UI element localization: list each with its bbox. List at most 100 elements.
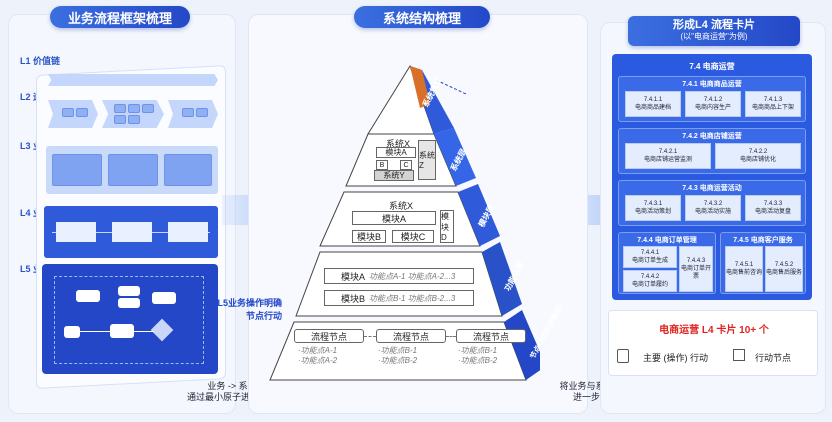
node-points-1: ·功能点A-1 ·功能点A-2: [298, 346, 337, 366]
row-a: 模块A 功能点A-1 功能点A-2...3: [324, 268, 474, 284]
pyramid-side-2: [434, 128, 476, 186]
card-7411: 7.4.1.1 电商商品建档: [625, 91, 681, 117]
left-caption-line2: 通过最小原子进行映射: [186, 392, 277, 402]
pyramid-dash: [435, 79, 467, 95]
card-7433: 7.4.3.3 电商活动复盘: [745, 195, 801, 221]
node-action-icon: [733, 349, 745, 361]
node-point: ·功能点A-2: [298, 356, 338, 365]
node-point: ·功能点B-2: [378, 356, 418, 365]
top-b: B: [376, 160, 388, 170]
mid-module-d: 模块D: [440, 210, 454, 243]
chevron-shape: [160, 74, 194, 86]
row-b-label: 模块B: [341, 293, 366, 304]
l5-node: [64, 326, 80, 338]
mid-system-x: 系统X: [388, 201, 413, 211]
card-name: 电商订单生成: [631, 258, 668, 264]
l5-operation-box: [42, 264, 218, 374]
group-title: 7.4.5 电商客户服务: [733, 237, 793, 244]
l4-block: [56, 222, 96, 242]
flow-connector: [446, 336, 456, 337]
pyramid-side-4: [482, 242, 522, 316]
legend-node-text: 行动节点: [755, 353, 792, 363]
l2-block: [114, 104, 126, 113]
l2-block: [114, 115, 126, 124]
l2-chevron-row: [48, 96, 218, 136]
right-title-pill: 形成L4 流程卡片 (以"电商运营"为例): [628, 16, 800, 46]
l3-activity-row: [46, 146, 218, 194]
mid-module-b: 模块B: [352, 230, 386, 243]
middle-caption: 将业务与系统的脉络 进一步显性化: [540, 381, 660, 403]
card-code: 7.4.4.2: [640, 274, 660, 280]
top-system-y: 系统Y: [374, 170, 414, 181]
node-points-2: ·功能点B-1 ·功能点B-2: [378, 346, 417, 366]
card-name: 电商订单履约: [631, 282, 668, 288]
flow-node-1: 流程节点: [294, 329, 364, 343]
left-caption: 业务 -> 系统 通过最小原子进行映射: [172, 381, 292, 403]
middle-title: 系统结构梳理: [354, 6, 490, 28]
card-7442: 7.4.4.2 电商订单履约: [623, 270, 677, 292]
left-caption-line1: 业务 -> 系统: [207, 381, 257, 391]
flow-connector: [364, 336, 376, 337]
l2-block: [182, 108, 194, 117]
group-title: 7.4.4 电商订单管理: [637, 237, 697, 244]
left-title: 业务流程框架梳理: [50, 6, 190, 28]
card-code: 7.4.1.1: [643, 97, 663, 103]
card-code: 7.4.3.2: [703, 201, 723, 207]
top-system-z: 系统Z: [418, 140, 436, 180]
mid-module-c: 模块C: [392, 230, 434, 243]
card-name: 电商活动实施: [694, 209, 731, 215]
pyramid-side-5: [504, 310, 540, 380]
l2-block: [196, 108, 208, 117]
l5-label: L5业务操作明确 节点行动: [212, 297, 282, 323]
level-l1: L1 价值链: [20, 56, 61, 66]
group-title: 7.4.1 电商商品运营: [682, 81, 742, 88]
card-name: 电商售前咨询: [726, 270, 763, 276]
chevron-shape: [104, 74, 138, 86]
card-name: 电商店铺运营监测: [643, 157, 692, 163]
card-7432: 7.4.3.2 电商活动实施: [685, 195, 741, 221]
row-b-points: 功能点B-1 功能点B-2...3: [369, 293, 456, 303]
l5-node: [118, 298, 140, 308]
card-board: 7.4 电商运营 7.4.1 电商商品运营 7.4.1.1 电商商品建档 7.4.…: [612, 54, 812, 300]
node-points-3: ·功能点B-1 ·功能点B-2: [458, 346, 497, 366]
card-name: 电商商品上下架: [751, 105, 794, 111]
group-title: 7.4.2 电商店铺运营: [682, 133, 742, 140]
card-code: 7.4.5.2: [774, 262, 794, 268]
flow-node-2: 流程节点: [376, 329, 446, 343]
l5-node: [76, 290, 100, 302]
card-name: 电商商品建档: [634, 105, 671, 111]
top-c: C: [400, 160, 412, 170]
card-name: 电商订单开票: [680, 266, 711, 280]
right-subtitle: (以"电商运营"为例): [680, 32, 748, 41]
card-code: 7.4.3.3: [763, 201, 783, 207]
middle-caption-line1: 将业务与系统的脉络: [540, 381, 660, 392]
l5-label-line2: 节点行动: [245, 311, 282, 321]
row-b: 模块B 功能点B-1 功能点B-2...3: [324, 290, 474, 306]
flow-node-3: 流程节点: [456, 329, 526, 343]
top-module-a: 模块A: [376, 147, 416, 158]
card-board-header: 7.4 电商运营: [689, 62, 735, 71]
pyramid-cap: [410, 66, 430, 108]
card-name: 电商活动复盘: [754, 209, 791, 215]
row-a-points: 功能点A-1 功能点A-2...3: [369, 271, 456, 281]
l1-chevron-row: [48, 74, 218, 88]
l4-block: [168, 222, 208, 242]
l3-block: [108, 154, 158, 186]
chevron-shape: [76, 74, 110, 86]
l2-block: [62, 108, 74, 117]
row-a-label: 模块A: [341, 271, 366, 282]
summary-box: 电商运营 L4 卡片 10+ 个 主要 (操作) 行动 行动节点: [608, 310, 818, 376]
l5-node: [152, 292, 176, 304]
l2-block: [128, 115, 140, 124]
